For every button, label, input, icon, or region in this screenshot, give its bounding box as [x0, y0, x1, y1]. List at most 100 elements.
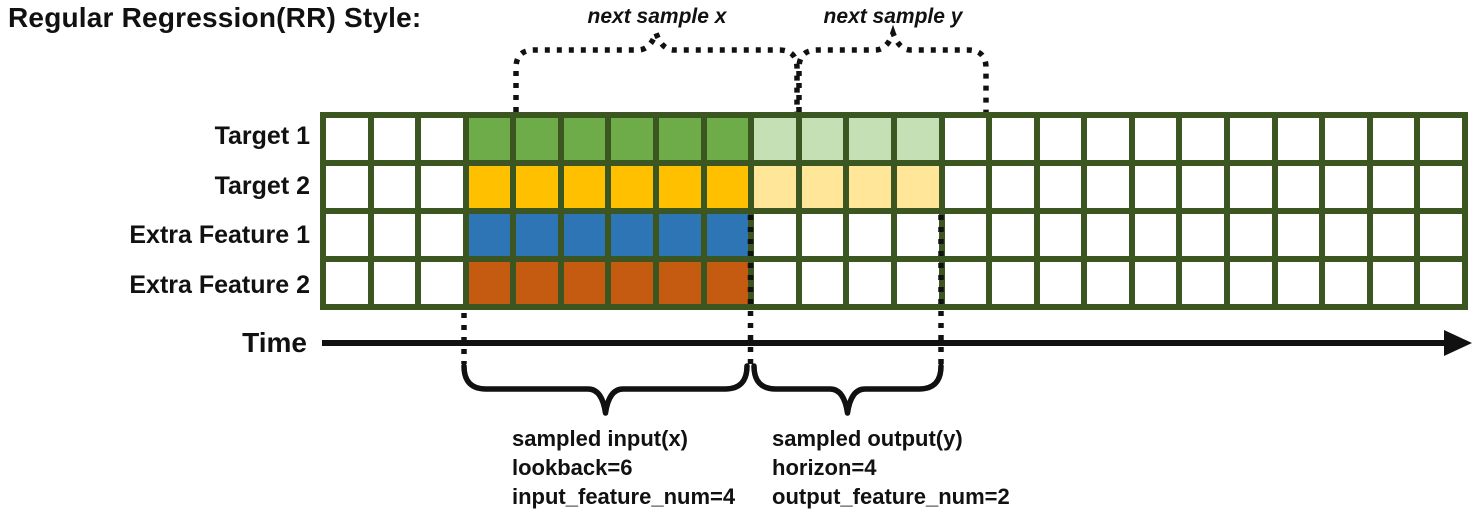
grid-cell — [754, 118, 796, 160]
grid-cell — [849, 166, 891, 208]
grid-cell — [944, 118, 987, 160]
grid-cell — [944, 262, 987, 304]
grid-cell — [611, 166, 654, 208]
grid-cell — [754, 166, 796, 208]
grid-cell — [1420, 166, 1462, 208]
grid-cell — [706, 166, 749, 208]
row-label-target-2: Target 2 — [214, 171, 310, 200]
output-annotation: sampled output(y) horizon=4 output_featu… — [772, 424, 1010, 511]
grid-cell — [659, 118, 701, 160]
grid-cell — [1039, 118, 1082, 160]
grid-cell — [563, 166, 606, 208]
grid-cell — [421, 166, 463, 208]
grid-cell — [801, 166, 844, 208]
grid-cell — [1182, 118, 1225, 160]
grid-cell — [1325, 262, 1367, 304]
grid-cell — [516, 214, 558, 256]
grid-cell — [801, 118, 844, 160]
grid-cell — [1182, 262, 1225, 304]
sampled-input-brace — [461, 363, 750, 416]
grid-cell — [1039, 262, 1082, 304]
grid-cell — [1420, 214, 1462, 256]
grid-cell — [611, 214, 654, 256]
grid-cell — [1372, 166, 1415, 208]
input-annotation-line-2: lookback=6 — [512, 455, 633, 480]
next-sample-x-brace — [513, 24, 800, 112]
grid-cell — [1182, 214, 1225, 256]
grid-cell — [326, 118, 368, 160]
grid-cell — [1372, 214, 1415, 256]
grid-cell — [1277, 214, 1320, 256]
row-label-extra-feature-1: Extra Feature 1 — [129, 221, 310, 249]
grid-cell — [992, 214, 1034, 256]
grid-cell — [563, 118, 606, 160]
grid-cell — [611, 118, 654, 160]
grid-cell — [992, 118, 1034, 160]
sampled-output-brace — [751, 363, 944, 416]
grid-cell — [421, 118, 463, 160]
grid-cell — [896, 166, 939, 208]
grid-cell — [659, 166, 701, 208]
row-label-extra-feature-2: Extra Feature 2 — [129, 270, 310, 299]
grid-cell — [516, 166, 558, 208]
grid-cell — [706, 262, 749, 304]
grid-cell — [1182, 166, 1225, 208]
grid-cell — [421, 262, 463, 304]
input-annotation-line-3: input_feature_num=4 — [512, 484, 736, 509]
grid-cell — [1325, 118, 1367, 160]
time-axis-arrowhead — [1444, 330, 1472, 356]
grid-cell — [1039, 214, 1082, 256]
grid-cell — [896, 262, 939, 304]
grid-cell — [1277, 118, 1320, 160]
grid-cell — [468, 118, 511, 160]
input-annotation: sampled input(x) lookback=6 input_featur… — [512, 424, 735, 511]
grid — [320, 112, 1468, 310]
grid-cell — [659, 214, 701, 256]
time-axis-label: Time — [242, 327, 307, 358]
grid-cell — [706, 214, 749, 256]
grid-cell — [896, 118, 939, 160]
grid-cell — [1325, 166, 1367, 208]
grid-cell — [1134, 118, 1177, 160]
grid-cell — [468, 214, 511, 256]
grid-cell — [1087, 118, 1129, 160]
grid-cell — [849, 214, 891, 256]
next-sample-y-label: next sample y — [823, 5, 963, 28]
grid-cell — [1277, 166, 1320, 208]
grid-cell — [1230, 262, 1272, 304]
grid-cell — [1325, 214, 1367, 256]
grid-cell — [1230, 166, 1272, 208]
grid-cell — [1087, 166, 1129, 208]
grid-cell — [754, 262, 796, 304]
grid-cell — [1230, 118, 1272, 160]
grid-cell — [563, 214, 606, 256]
grid-cell — [373, 214, 416, 256]
next-sample-x-label: next sample x — [587, 5, 727, 28]
grid-cell — [373, 118, 416, 160]
grid-cell — [373, 262, 416, 304]
grid-cell — [1420, 118, 1462, 160]
grid-cell — [659, 262, 701, 304]
row-label-target-1: Target 1 — [214, 122, 310, 150]
output-annotation-line-2: horizon=4 — [772, 455, 877, 480]
grid-cell — [326, 214, 368, 256]
grid-cell — [1420, 262, 1462, 304]
next-sample-y-brace — [796, 24, 989, 112]
grid-cell — [468, 262, 511, 304]
grid-cell — [706, 118, 749, 160]
grid-cell — [326, 166, 368, 208]
grid-cell — [944, 214, 987, 256]
grid-cell — [373, 166, 416, 208]
grid-cell — [563, 262, 606, 304]
grid-cell — [1277, 262, 1320, 304]
grid-cell — [1039, 166, 1082, 208]
diagram-title: Regular Regression(RR) Style: — [8, 2, 422, 33]
grid-cell — [801, 214, 844, 256]
grid-cell — [992, 262, 1034, 304]
grid-cell — [421, 214, 463, 256]
input-annotation-line-1: sampled input(x) — [512, 426, 689, 451]
grid-cell — [1087, 262, 1129, 304]
grid-cell — [468, 166, 511, 208]
